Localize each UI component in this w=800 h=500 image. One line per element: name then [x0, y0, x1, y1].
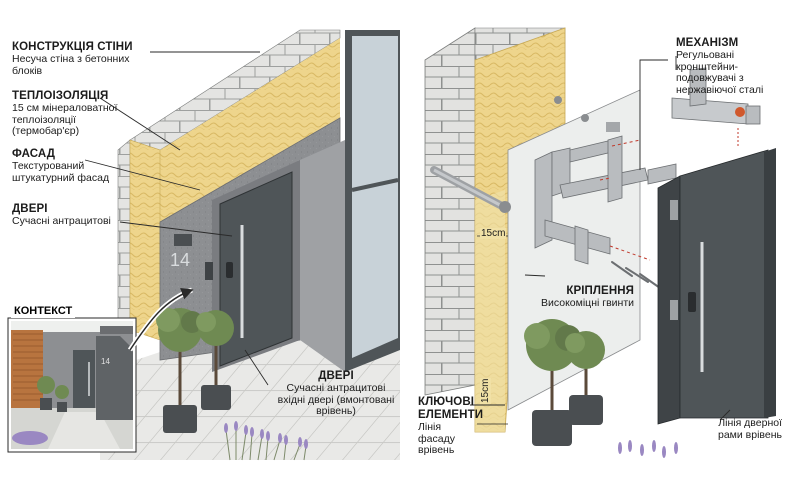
dimension-bottom: 15cm — [480, 377, 491, 404]
wall-construction-desc: Несуча стіна з бетонних блоків — [12, 52, 130, 77]
right-leader-lines — [470, 56, 731, 421]
door-section — [657, 148, 776, 425]
key-elements-title: КЛЮЧОВІ ЕЛЕМЕНТИ — [418, 396, 484, 421]
lavender-right — [618, 440, 678, 458]
window-glass — [352, 36, 398, 358]
doors-bottom-title: ДВЕРІ — [318, 370, 354, 382]
label-frame-line: Лінія дверної рами врівень — [718, 417, 782, 441]
intercom-icon — [205, 262, 213, 280]
bracket-lower — [544, 219, 611, 265]
fixing-bolts — [554, 96, 620, 132]
label-fastening: КРІПЛЕННЯ Високоміцні гвинти — [522, 285, 634, 310]
facade-return — [300, 140, 345, 372]
anchor-bolt — [430, 166, 511, 213]
block-wall — [424, 27, 476, 396]
smart-lock-right-icon — [688, 292, 696, 312]
context-arrow — [129, 288, 194, 351]
screws — [611, 261, 661, 289]
smart-lock-icon — [226, 262, 233, 278]
mechanism-title: МЕХАНІЗМ — [676, 37, 739, 49]
left-panel — [7, 29, 400, 461]
context-house-number: 14 — [101, 357, 110, 366]
dimension-top: 15cm — [480, 228, 507, 239]
hinge-top — [670, 200, 678, 220]
doors-top-desc: Сучасні антрацитові — [12, 214, 111, 227]
insulation-band — [130, 38, 340, 222]
potted-tree-right — [196, 310, 234, 410]
fastening-desc: Високоміцні гвинти — [541, 296, 634, 309]
insulation-title: ТЕПЛОІЗОЛЯЦІЯ — [12, 90, 109, 102]
light-fixture-icon — [174, 234, 192, 246]
lavender-plants — [224, 421, 308, 461]
mechanism-detail — [671, 67, 761, 146]
bracket-middle — [559, 135, 677, 203]
potted-tree-left — [156, 308, 203, 433]
left-leader-lines — [84, 51, 269, 386]
house-number: 14 — [170, 250, 191, 270]
facade-title: ФАСАД — [12, 148, 55, 160]
assembly-guides — [599, 139, 651, 261]
mechanism-desc: Регульовані кронштейни-подовжувачі з нер… — [676, 48, 764, 97]
key-elements-desc: Лінія фасаду врівень — [418, 420, 455, 457]
hinge-bottom — [670, 300, 678, 320]
right-panel — [424, 27, 776, 458]
label-key-elements: КЛЮЧОВІ ЕЛЕМЕНТИ Лінія фасаду врівень — [418, 396, 484, 457]
fastening-title: КРІПЛЕННЯ — [566, 285, 634, 297]
context-photo — [11, 321, 133, 449]
doors-bottom-desc: Сучасні антрацитові вхідні двері (вмонто… — [277, 381, 395, 418]
insulation-side — [129, 139, 161, 341]
label-mechanism: МЕХАНІЗМ Регульовані кронштейни-подовжув… — [676, 37, 796, 97]
label-facade: ФАСАД Текстурований штукатурний фасад — [12, 148, 122, 184]
label-doors-top: ДВЕРІ Сучасні антрацитові — [12, 203, 132, 228]
insulation-desc: 15 см мінераловатної теплоізоляції (терм… — [12, 101, 118, 138]
potted-tree-right-2 — [565, 331, 605, 425]
facade-desc: Текстурований штукатурний фасад — [12, 159, 110, 184]
wall-construction-title: КОНСТРУКЦІЯ СТІНИ — [12, 41, 133, 53]
label-insulation: ТЕПЛОІЗОЛЯЦІЯ 15 см мінераловатної тепло… — [12, 90, 137, 138]
doors-top-title: ДВЕРІ — [12, 203, 48, 215]
context-title: КОНТЕКСТ — [11, 304, 76, 318]
label-wall-construction: КОНСТРУКЦІЯ СТІНИ Несуча стіна з бетонни… — [12, 41, 152, 77]
label-doors-bottom: ДВЕРІ Сучасні антрацитові вхідні двері (… — [272, 370, 400, 418]
